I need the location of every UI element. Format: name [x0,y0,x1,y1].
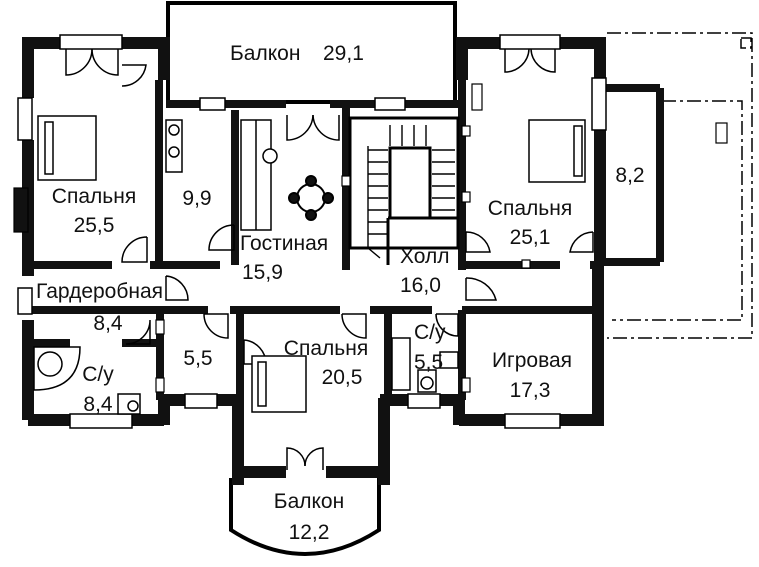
wardrobe-name: Гардеробная [36,280,164,303]
bedroom-east-name: Спальня [487,197,573,220]
bath-west-name: С/у [82,363,114,386]
bath-west-area: 8,4 [83,393,113,416]
windows [17,34,607,429]
balcony-south-outline [229,478,381,556]
bedroom-west-area: 25,5 [73,214,115,237]
playroom-area: 17,3 [509,379,551,402]
hall-area: 16,0 [400,274,441,297]
balcony-south-area: 12,2 [288,521,330,544]
beds [37,115,586,413]
interior-walls [30,80,664,400]
bath-mid-area: 5,5 [414,351,444,374]
bedroom-west-name: Спальня [51,185,137,208]
doors [65,48,594,470]
terrace-outline [607,32,753,339]
small-room-area: 5,5 [183,347,213,370]
balcony-south-name: Балкон [273,490,345,513]
bath-fixtures [33,337,459,415]
living-area: 15,9 [242,261,283,284]
dining-set [288,175,334,221]
living-name: Гостиная [240,232,329,255]
stair-steps [367,125,455,259]
exterior-walls [22,37,606,485]
bedroom-east-area: 25,1 [509,226,551,249]
playroom-name: Игровая [491,349,573,372]
wardrobe-area: 8,4 [93,312,123,335]
balcony-top-name: Балкон [230,42,301,65]
hall-name: Холл [400,245,450,268]
terrace-post [715,122,728,144]
stair-walls [348,116,460,265]
switches [13,83,531,393]
bath-mid-name: С/у [414,321,446,344]
kitchen-area: 9,9 [182,187,212,210]
balcony-top-outline [166,1,457,104]
bedroom-south-name: Спальня [283,337,369,360]
storage-east-area: 8,2 [615,164,645,187]
kitchen-units [165,119,278,231]
bedroom-south-area: 20,5 [321,366,363,389]
balcony-top-area: 29,1 [323,42,364,65]
